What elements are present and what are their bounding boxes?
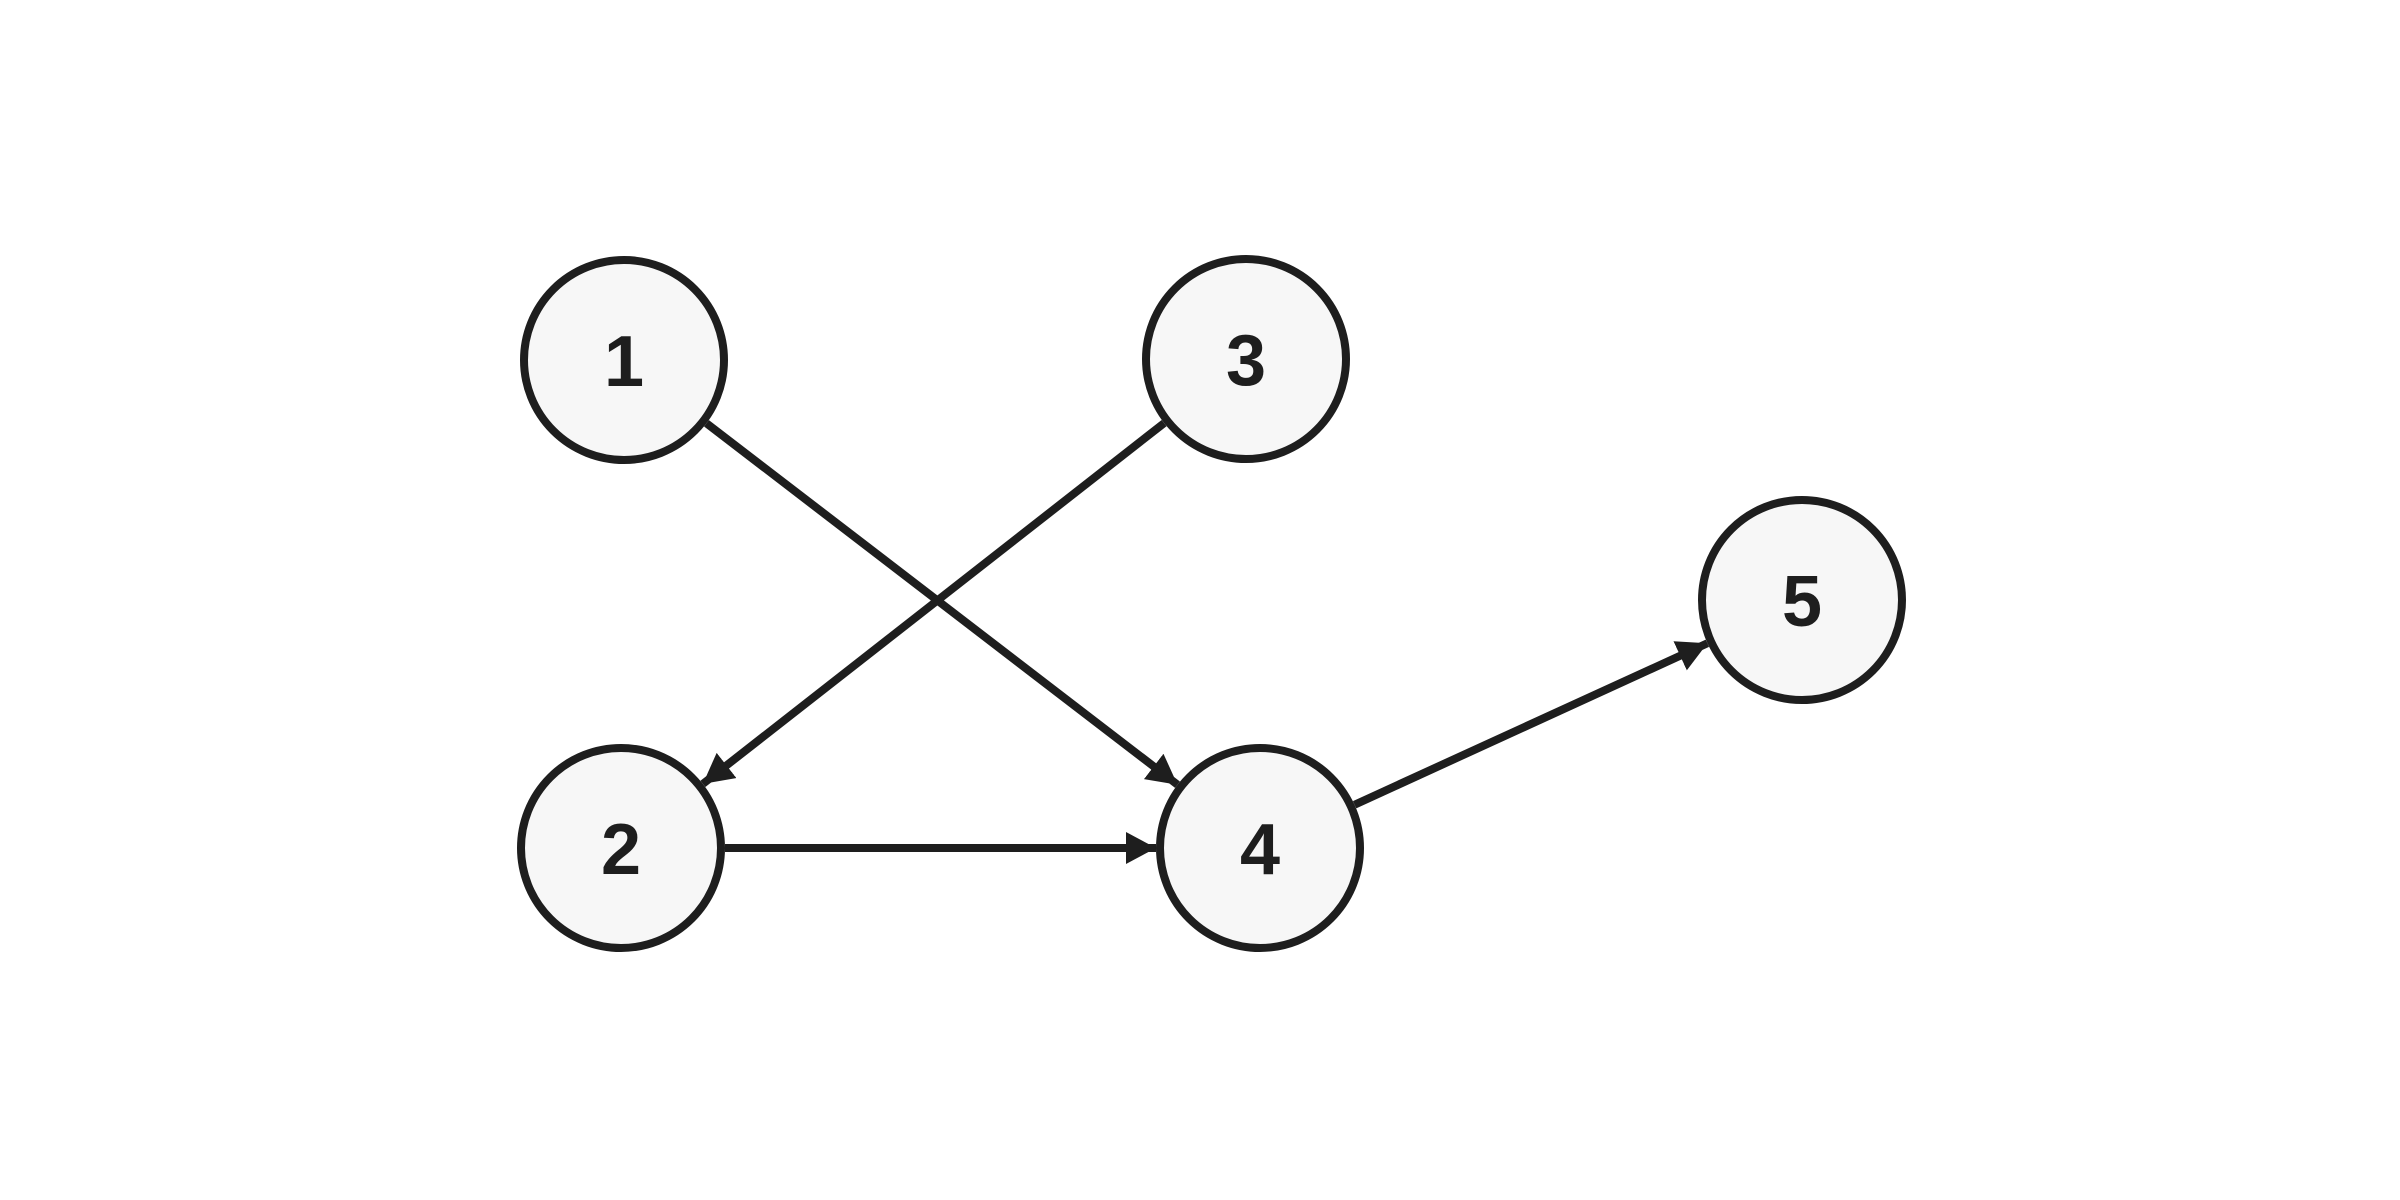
- graph-node-3: 3: [1142, 255, 1350, 463]
- node-label-5: 5: [1782, 562, 1822, 642]
- node-circle-3: [1142, 255, 1350, 463]
- node-label-1: 1: [604, 322, 644, 402]
- nodes-layer: 1 2 3 4 5: [517, 255, 1906, 952]
- edge-1-to-4: [704, 420, 1180, 788]
- edges-layer: [700, 419, 1710, 864]
- node-circle-2: [517, 744, 725, 952]
- node-label-4: 4: [1240, 810, 1280, 890]
- node-circle-1: [520, 256, 728, 464]
- edge-3-to-2: [700, 419, 1167, 788]
- node-label-3: 3: [1226, 321, 1266, 401]
- node-label-2: 2: [601, 810, 641, 890]
- graph-node-4: 4: [1156, 744, 1364, 952]
- graph-node-5: 5: [1698, 496, 1906, 704]
- graph-node-2: 2: [517, 744, 725, 952]
- graph-node-1: 1: [520, 256, 728, 464]
- node-circle-5: [1698, 496, 1906, 704]
- node-circle-4: [1156, 744, 1364, 952]
- edge-4-to-5: [1352, 639, 1710, 809]
